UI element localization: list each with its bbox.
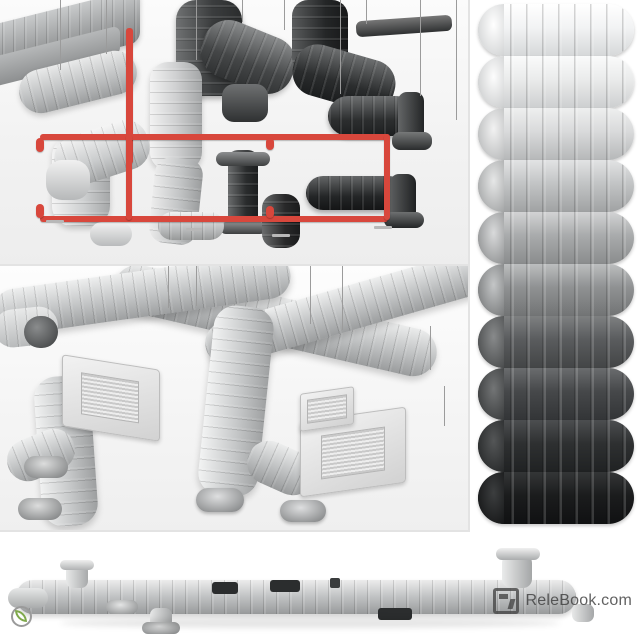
- watermark: ReleBook.com: [492, 588, 632, 614]
- round-diffuser: [142, 622, 180, 634]
- duct-swatch-9: [478, 420, 634, 472]
- panel-single-duct-run: [0, 532, 640, 640]
- duct-reducer: [8, 588, 48, 608]
- red-pipe-horizontal: [40, 216, 388, 222]
- hanger-rod: [310, 266, 311, 324]
- panel-duct-material-swatches: [470, 0, 640, 532]
- duct-flange: [60, 560, 94, 570]
- round-diffuser: [196, 488, 244, 512]
- hanger-rod: [284, 0, 285, 30]
- duct-riser: [150, 62, 202, 170]
- duct-swatch-10: [478, 472, 634, 524]
- duct-segment: [355, 14, 453, 38]
- hanger-rod: [196, 266, 197, 306]
- duct-swatch-1: [478, 4, 634, 56]
- duct-swatch-2: [478, 56, 634, 108]
- hanger-rod: [340, 0, 341, 94]
- access-panel: [212, 582, 238, 594]
- hanger-rod: [60, 0, 61, 70]
- red-pipe-horizontal: [40, 134, 390, 140]
- air-diffuser: [300, 386, 354, 432]
- duct-swatch-7: [478, 316, 634, 368]
- sprinkler-head: [266, 206, 274, 218]
- duct-swatch-4: [478, 160, 634, 212]
- hanger-rod: [456, 0, 457, 120]
- sprinkler-head: [36, 204, 44, 218]
- pipe-support: [46, 220, 64, 223]
- access-panel: [270, 580, 300, 592]
- access-panel: [330, 578, 340, 588]
- access-panel: [378, 608, 412, 620]
- hanger-rod: [420, 0, 421, 96]
- hanger-rod: [366, 0, 367, 24]
- drop-shadow: [60, 618, 560, 628]
- duct-takeoff: [66, 564, 88, 588]
- ceiling-cassette-unit: [62, 354, 160, 442]
- leaf-circle-logo: [11, 606, 35, 630]
- hanger-rod: [168, 266, 169, 308]
- panel-galvanized-ductwork-render: [0, 266, 470, 532]
- pipe-support: [272, 234, 290, 237]
- panel-divider: [0, 530, 470, 532]
- duct-flange: [384, 212, 424, 228]
- duct-connector: [222, 84, 268, 122]
- duct-cap: [90, 222, 132, 246]
- hanger-rod: [196, 0, 197, 60]
- hanger-rod: [430, 326, 431, 370]
- round-diffuser: [106, 600, 138, 614]
- panel-dark-ductwork-render: [0, 0, 470, 266]
- pipe-support: [374, 226, 392, 229]
- duct-flange: [392, 132, 432, 150]
- duct-swatch-8: [478, 368, 634, 420]
- hanger-rod: [106, 0, 107, 54]
- duct-cap: [46, 160, 90, 200]
- round-diffuser: [24, 456, 68, 478]
- duct-takeoff: [572, 604, 594, 622]
- duct-flange: [216, 152, 270, 166]
- pipe-support: [186, 228, 202, 231]
- duct-inlet: [24, 316, 58, 348]
- duct-swatch-5: [478, 212, 634, 264]
- hanger-rod: [342, 266, 343, 330]
- relebook-logo: [492, 588, 519, 614]
- duct-flange: [496, 548, 540, 560]
- red-pipe-vertical: [126, 134, 132, 220]
- watermark-text: ReleBook.com: [525, 592, 632, 609]
- duct-swatch-6: [478, 264, 634, 316]
- round-diffuser: [18, 498, 62, 520]
- sprinkler-head: [36, 138, 44, 152]
- red-pipe-vertical: [384, 134, 390, 220]
- duct-flange: [220, 222, 266, 234]
- sprinkler-head: [266, 138, 274, 150]
- red-pipe-vertical: [126, 28, 133, 164]
- logo-ring: [11, 606, 32, 627]
- hanger-rod: [444, 386, 445, 426]
- panel-divider: [468, 0, 470, 532]
- duct-swatch-3: [478, 108, 634, 160]
- round-diffuser: [280, 500, 326, 522]
- panel-divider: [0, 264, 470, 266]
- hanger-rod: [242, 0, 243, 22]
